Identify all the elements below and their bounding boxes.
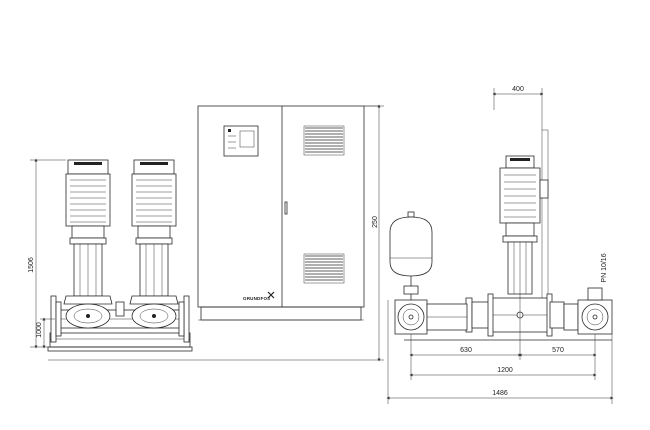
pressure-tank — [389, 211, 433, 294]
dim-cabinet-height: 250 — [372, 216, 379, 228]
brand-mark-icon — [267, 291, 275, 299]
dim-inner-width: 1200 — [497, 367, 513, 374]
pump-1 — [63, 159, 113, 329]
dim-right-span: 570 — [552, 347, 564, 354]
dim-pressure-rating: PN 10/16 — [601, 253, 608, 282]
upper-vent — [303, 125, 345, 156]
suction-valve — [394, 285, 468, 335]
dim-left-height: 1506 — [28, 257, 35, 273]
pump-2 — [129, 159, 179, 329]
brand-logo: GRUNDFOS — [243, 296, 270, 301]
dim-left-lower-height: 1000 — [36, 322, 43, 338]
side-dimensions — [386, 294, 614, 404]
control-cabinet: GRUNDFOS — [197, 105, 380, 321]
discharge-valve — [563, 287, 613, 335]
left-dimensions — [30, 158, 66, 349]
dim-left-span: 630 — [460, 347, 472, 354]
side-pump — [465, 155, 565, 337]
front-view-pumps — [47, 159, 193, 352]
side-view — [389, 88, 613, 341]
dim-total-width: 1486 — [492, 390, 508, 397]
cabinet-dimension — [364, 104, 384, 362]
lower-vent — [303, 253, 345, 284]
dim-top-width: 400 — [512, 86, 524, 93]
